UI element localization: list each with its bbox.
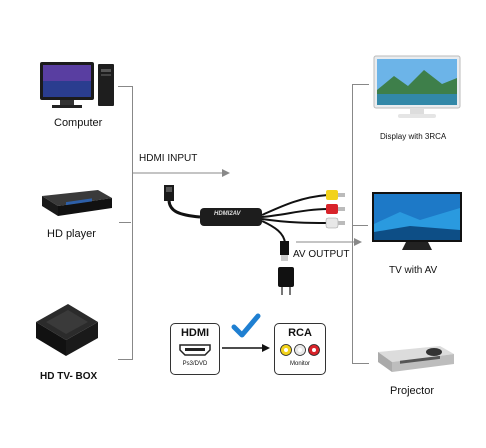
source-label-tv-box: HD TV- BOX [40, 371, 98, 382]
output-label-projector: Projector [390, 385, 435, 397]
output-bracket [352, 84, 369, 364]
output-label-tv: TV with AV [389, 265, 438, 276]
flat-tv-icon [372, 192, 462, 250]
hdmi-input-label: HDMI INPUT [139, 153, 198, 164]
converter-cable [164, 185, 345, 295]
projector-icon [378, 346, 454, 372]
source-label-hd-player: HD player [47, 228, 96, 240]
av-output-label: AV OUTPUT [293, 249, 350, 260]
hdmi-to-rca-arrow [222, 344, 270, 352]
source-label-computer: Computer [54, 117, 103, 129]
output-label-display: Display with 3RCA [380, 132, 447, 141]
hdmi-box-title: HDMI [180, 327, 210, 339]
converter-brand: HDMI2AV [214, 211, 241, 217]
output-bracket-mid [352, 225, 368, 226]
dvd-player-icon [42, 190, 112, 216]
input-bracket-mid [119, 222, 131, 223]
check-icon [231, 313, 261, 338]
rca-box: RCA Monitor [274, 323, 326, 375]
tv-box-icon [36, 304, 98, 356]
rca-box-title: RCA [288, 327, 312, 339]
hdmi-box-sub: Ps3/DVD [182, 361, 208, 367]
rca-box-sub: Monitor [289, 361, 310, 367]
hdmi-port-icon [179, 344, 211, 356]
desktop-computer-icon [40, 62, 114, 108]
output-arrow [296, 238, 362, 246]
hdmi-box: HDMI Ps3/DVD [170, 323, 220, 375]
input-bracket [118, 86, 133, 360]
monitor-display-icon [373, 55, 461, 118]
rca-jacks-icon [280, 344, 320, 356]
input-arrow [132, 169, 230, 177]
